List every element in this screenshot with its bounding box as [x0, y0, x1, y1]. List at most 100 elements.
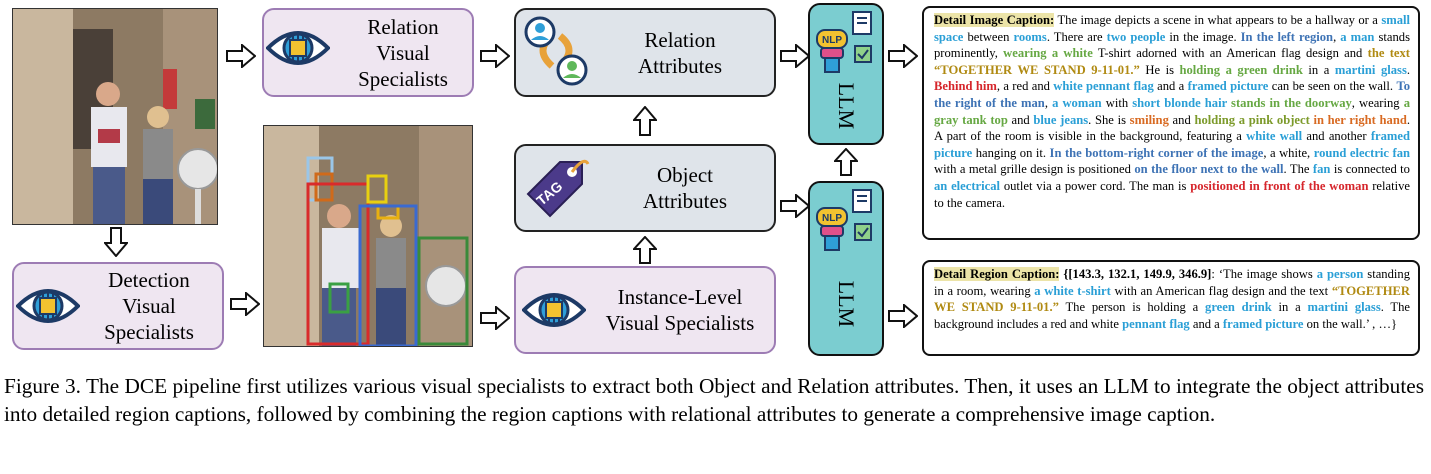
image-caption-segment: hanging on it. [972, 145, 1050, 160]
image-caption-segment: with [1101, 95, 1133, 110]
region-caption-segment: {[143.3, 132.1, 149.9, 346.9] [1059, 267, 1212, 281]
image-caption-segment: an electrical [934, 178, 1001, 193]
image-caption-segment: In the left region [1240, 29, 1334, 44]
region-caption-segment: : ‘The image shows [1211, 267, 1317, 281]
image-caption-segment: , [1044, 95, 1053, 110]
image-caption-segment: can be seen on the wall. [1268, 79, 1397, 94]
image-caption-segment: in the image. [1165, 29, 1241, 44]
image-caption-segment: round electric fan [1313, 145, 1410, 160]
relation-attributes-line2: Attributes [638, 53, 722, 78]
image-caption-segment: in her right hand [1309, 112, 1407, 127]
image-caption-body: The image depicts a scene in what appear… [934, 13, 1410, 210]
image-caption-segment: positioned in front of the woman [1190, 178, 1369, 193]
image-caption-segment: blue jeans [1033, 112, 1089, 127]
region-caption-segment: pennant flag [1122, 316, 1190, 331]
input-photo-illustration [13, 9, 217, 224]
arrow-photo-to-relation [226, 44, 256, 68]
image-caption-segment: framed picture [1187, 79, 1269, 94]
image-caption-segment: The image depicts a scene in what appear… [1054, 13, 1382, 27]
detection-specialists-line2: Visual Specialists [104, 294, 194, 344]
robot-nlp-text: NLP [822, 35, 842, 46]
image-caption-segment: . There are [1046, 29, 1107, 44]
detection-box-pennant [314, 172, 334, 202]
arrow-relation-attributes-to-llm [780, 44, 810, 68]
image-caption-segment: a woman [1052, 95, 1102, 110]
robot-nlp-text: NLP [822, 213, 842, 224]
image-caption-segment: holding a pink object [1194, 112, 1310, 127]
people-network-icon [524, 16, 588, 86]
image-caption-segment: on the floor next to the wall [1134, 162, 1284, 177]
region-caption-segment: green drink [1205, 300, 1272, 315]
image-caption-label: Detail Image Caption: [934, 13, 1055, 27]
image-caption-segment: In the bottom-right corner of the image [1049, 145, 1264, 160]
image-caption-segment: , a white, [1263, 145, 1314, 160]
figure-caption: Figure 3. The DCE pipeline first utilize… [4, 374, 1424, 426]
instance-specialists-line2: Visual Specialists [605, 311, 755, 335]
image-caption-segment: in a [1302, 62, 1335, 77]
image-caption-segment: and a [1153, 79, 1188, 94]
image-caption-segment: outlet via a power cord. The man is [1000, 178, 1191, 193]
arrow-llm-top-to-caption [888, 44, 918, 68]
image-caption-segment: white pennant flag [1053, 79, 1154, 94]
image-caption-segment: relative to the camera. [934, 178, 1410, 210]
detail-region-caption: Detail Region Caption: {[143.3, 132.1, 1… [922, 260, 1420, 356]
image-caption-segment: rooms [1013, 29, 1047, 44]
relation-attributes-line1: Relation [644, 27, 716, 52]
arrow-detection-to-photo [230, 292, 260, 316]
arrow-object-to-llm [780, 194, 810, 218]
image-caption-segment: . A part of the room is visible in the b… [934, 112, 1411, 144]
image-caption-segment: To the right of the man [934, 79, 1410, 110]
llm-top-label: LLM [834, 82, 859, 130]
image-caption-segment: smiling [1129, 112, 1169, 127]
eye-chip-icon [522, 293, 586, 327]
region-caption-segment: on the wall.’ , …} [1303, 316, 1398, 331]
image-caption-segment: , a red and [996, 79, 1054, 94]
image-caption-segment: the text “TOGETHER WE STAND 9-11-01.” [934, 46, 1410, 77]
arrow-instance-to-object [633, 236, 657, 264]
image-caption-segment: with a metal grille design is positioned [934, 162, 1135, 177]
image-caption-segment: stands in the doorway [1226, 95, 1352, 110]
region-caption-segment: “TOGETHER WE STAND 9-11-01.” [934, 283, 1410, 315]
region-caption-segment: and a [1189, 316, 1223, 331]
arrow-photo-to-instance [480, 306, 510, 330]
detection-box-woman [358, 204, 418, 346]
detection-photo [263, 125, 473, 347]
image-caption-segment: He is [1139, 62, 1180, 77]
image-caption-segment: , [1333, 29, 1341, 44]
arrow-object-to-relation-attributes [633, 106, 657, 136]
region-caption-segment: framed picture [1222, 316, 1304, 331]
region-caption-segment: The person is holding a [1058, 300, 1206, 315]
object-attributes-line1: Object [657, 163, 713, 187]
region-caption-segment: standing in a room, wearing [934, 267, 1410, 298]
image-caption-segment: , wearing [1351, 95, 1404, 110]
region-caption-segment: with an American flag design and the tex… [1110, 283, 1332, 298]
robot-nlp-icon: NLP [816, 11, 872, 73]
detail-image-caption: Detail Image Caption: The image depicts … [922, 6, 1420, 240]
detection-photo-illustration [264, 126, 472, 346]
region-caption-segment: martini glass [1307, 300, 1381, 315]
image-caption-segment: fan [1312, 162, 1331, 177]
tag-icon: TAG [526, 159, 590, 218]
image-caption-segment: . [1406, 62, 1411, 77]
arrow-llm-bottom-to-llm-top [834, 148, 858, 176]
image-caption-segment: a man [1340, 29, 1375, 44]
image-caption-segment: stands prominently, [934, 29, 1410, 61]
input-photo [12, 8, 218, 225]
image-caption-segment: short blonde hair [1132, 95, 1227, 110]
arrow-llm-bottom-to-caption [888, 304, 918, 328]
image-caption-segment: and [1168, 112, 1195, 127]
detection-box-picture [366, 174, 388, 204]
image-caption-segment: wearing a white [1003, 46, 1093, 61]
image-caption-segment: a gray tank top [934, 95, 1410, 127]
arrow-photo-to-detection [104, 227, 128, 257]
image-caption-segment: and [1007, 112, 1034, 127]
detection-box-glass [328, 282, 350, 314]
image-caption-segment: . The [1283, 162, 1313, 177]
region-caption-segment: . The background includes a red and whit… [934, 300, 1411, 331]
image-caption-segment: Behind him [934, 79, 997, 94]
region-caption-label: Detail Region Caption: [934, 267, 1060, 281]
image-caption-segment: between [963, 29, 1014, 44]
image-caption-segment: T-shirt adorned with an American flag de… [1092, 46, 1368, 61]
image-caption-segment: white wall [1246, 129, 1303, 144]
